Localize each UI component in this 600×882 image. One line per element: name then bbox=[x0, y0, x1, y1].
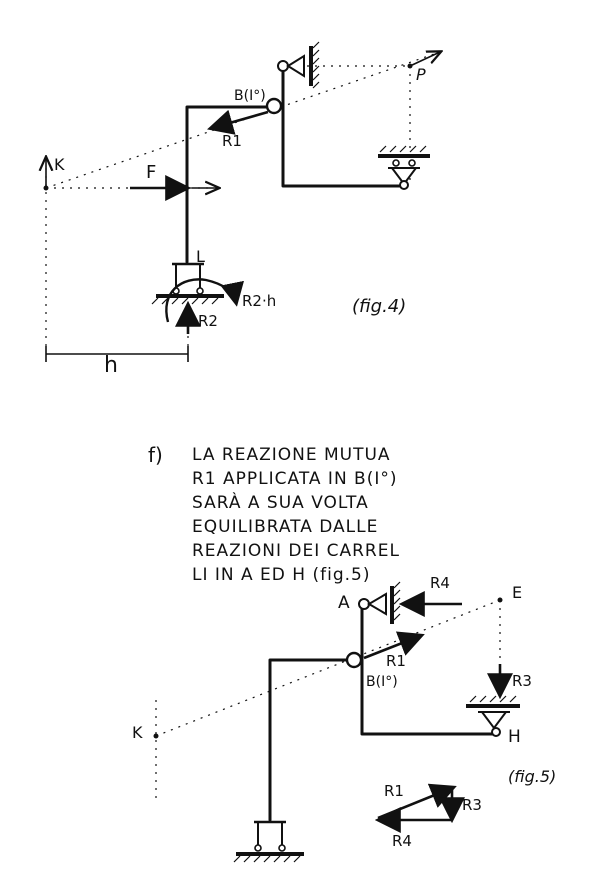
ceiling-roller-support-h-fig5 bbox=[466, 695, 520, 737]
hinge-b-fig5 bbox=[345, 651, 363, 669]
triangle-label-r4: R4 bbox=[392, 832, 412, 850]
right-frame-member-fig5 bbox=[360, 604, 498, 736]
label-r2h: R2·h bbox=[242, 292, 276, 310]
p-arrow bbox=[409, 52, 440, 67]
r1-arrow-fig5 bbox=[363, 631, 425, 660]
note-line-3: SARÀ A SUA VOLTA bbox=[192, 491, 369, 513]
figure-4: K F B(I°) P R1 L R2 R2·h h (fig.4) bbox=[43, 41, 441, 378]
base-support-fig5 bbox=[233, 820, 304, 863]
point-k-fig5 bbox=[153, 733, 159, 739]
label-r2-fig4: R2 bbox=[198, 312, 218, 330]
label-a-fig5: A bbox=[338, 593, 350, 613]
note-line-1: LA REAZIONE MUTUA bbox=[192, 445, 391, 465]
note-line-4: EQUILIBRATA DALLE bbox=[192, 517, 378, 537]
label-k-fig4: K bbox=[54, 155, 65, 174]
label-r3-fig5: R3 bbox=[512, 672, 532, 690]
left-frame-member-fig4 bbox=[185, 105, 272, 264]
figure-5: R1 R3 R4 A E R4 R1 B(I°) R3 K H (fig.5) bbox=[132, 574, 556, 863]
right-frame-member-fig4 bbox=[281, 64, 406, 188]
line-k-e-fig5 bbox=[155, 599, 501, 737]
label-h: h bbox=[104, 353, 118, 378]
left-frame-member-fig5 bbox=[268, 658, 350, 822]
label-p-fig4: P bbox=[416, 65, 426, 84]
note-marker: f) bbox=[148, 443, 163, 467]
r1-arrow-fig4 bbox=[207, 109, 269, 135]
wall-roller-support-a-fig5 bbox=[358, 581, 401, 624]
label-f: F bbox=[146, 162, 156, 183]
point-k-fig4 bbox=[43, 185, 49, 191]
note-line-5: REAZIONI DEI CARREL bbox=[192, 541, 400, 561]
ceiling-roller-support-fig4 bbox=[378, 145, 430, 190]
triangle-label-r3: R3 bbox=[462, 796, 482, 814]
label-b-fig5: B(I°) bbox=[366, 674, 398, 690]
label-b-fig4: B(I°) bbox=[234, 88, 266, 104]
label-r1-fig4: R1 bbox=[222, 132, 242, 150]
label-r4-fig5: R4 bbox=[430, 574, 450, 592]
caption-fig5: (fig.5) bbox=[508, 767, 556, 786]
base-support-l-fig4 bbox=[151, 262, 244, 323]
hinge-b-fig4 bbox=[265, 97, 283, 115]
triangle-label-r1: R1 bbox=[384, 782, 404, 800]
label-k-fig5: K bbox=[132, 723, 143, 742]
label-r1-fig5: R1 bbox=[386, 652, 406, 670]
note-line-2: R1 APPLICATA IN B(I°) bbox=[192, 469, 398, 489]
note-line-6: LI IN A ED H (fig.5) bbox=[192, 565, 370, 585]
note-block: f) LA REAZIONE MUTUA R1 APPLICATA IN B(I… bbox=[148, 443, 400, 585]
caption-fig4: (fig.4) bbox=[352, 296, 406, 317]
label-h-fig5: H bbox=[508, 727, 521, 747]
wall-roller-support-top-fig4 bbox=[277, 41, 320, 89]
point-e-fig5 bbox=[497, 597, 503, 603]
label-l-fig4: L bbox=[196, 247, 205, 266]
force-triangle: R1 R3 R4 bbox=[374, 782, 482, 850]
label-e-fig5: E bbox=[512, 583, 522, 602]
